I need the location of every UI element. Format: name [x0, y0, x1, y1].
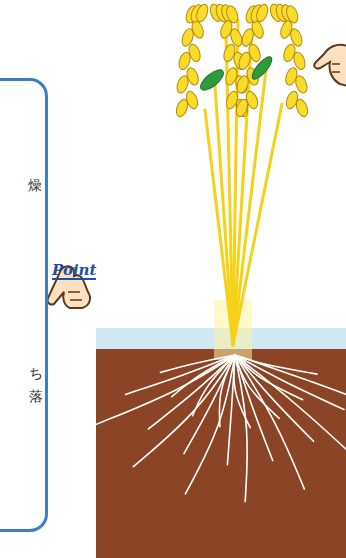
- rice-grain: [254, 3, 270, 23]
- rice-grain: [282, 43, 298, 63]
- leaf: [197, 54, 274, 94]
- note-text: ち 落: [29, 362, 45, 408]
- rice-grain: [247, 43, 263, 63]
- stems: [205, 20, 282, 345]
- root: [235, 355, 247, 502]
- root: [235, 355, 303, 400]
- pointing-hand: [314, 45, 346, 86]
- rice-grain: [194, 3, 210, 23]
- rice-grain: [219, 19, 235, 39]
- rice-grain: [187, 43, 203, 63]
- root: [185, 355, 235, 494]
- rice-grain: [244, 90, 260, 110]
- stem: [233, 104, 282, 345]
- soil: [96, 348, 346, 558]
- root: [235, 355, 346, 457]
- roots: [96, 355, 346, 502]
- root: [133, 355, 235, 467]
- rice-grain: [279, 19, 295, 39]
- note-box: 燥ち 落: [0, 78, 48, 532]
- root: [148, 355, 235, 429]
- rice-grain: [184, 90, 200, 110]
- root: [184, 355, 235, 454]
- note-text: 燥: [28, 174, 44, 197]
- rice-ears: [174, 3, 310, 119]
- root: [235, 355, 344, 409]
- rice-grain: [185, 66, 201, 86]
- root: [235, 355, 279, 418]
- root: [235, 355, 346, 410]
- rice-grain: [222, 43, 238, 63]
- rice-grain: [224, 66, 240, 86]
- root: [96, 355, 235, 424]
- rice-grain: [284, 90, 300, 110]
- rice-grain: [284, 66, 300, 86]
- root: [235, 355, 317, 374]
- point-label: Point: [52, 262, 96, 280]
